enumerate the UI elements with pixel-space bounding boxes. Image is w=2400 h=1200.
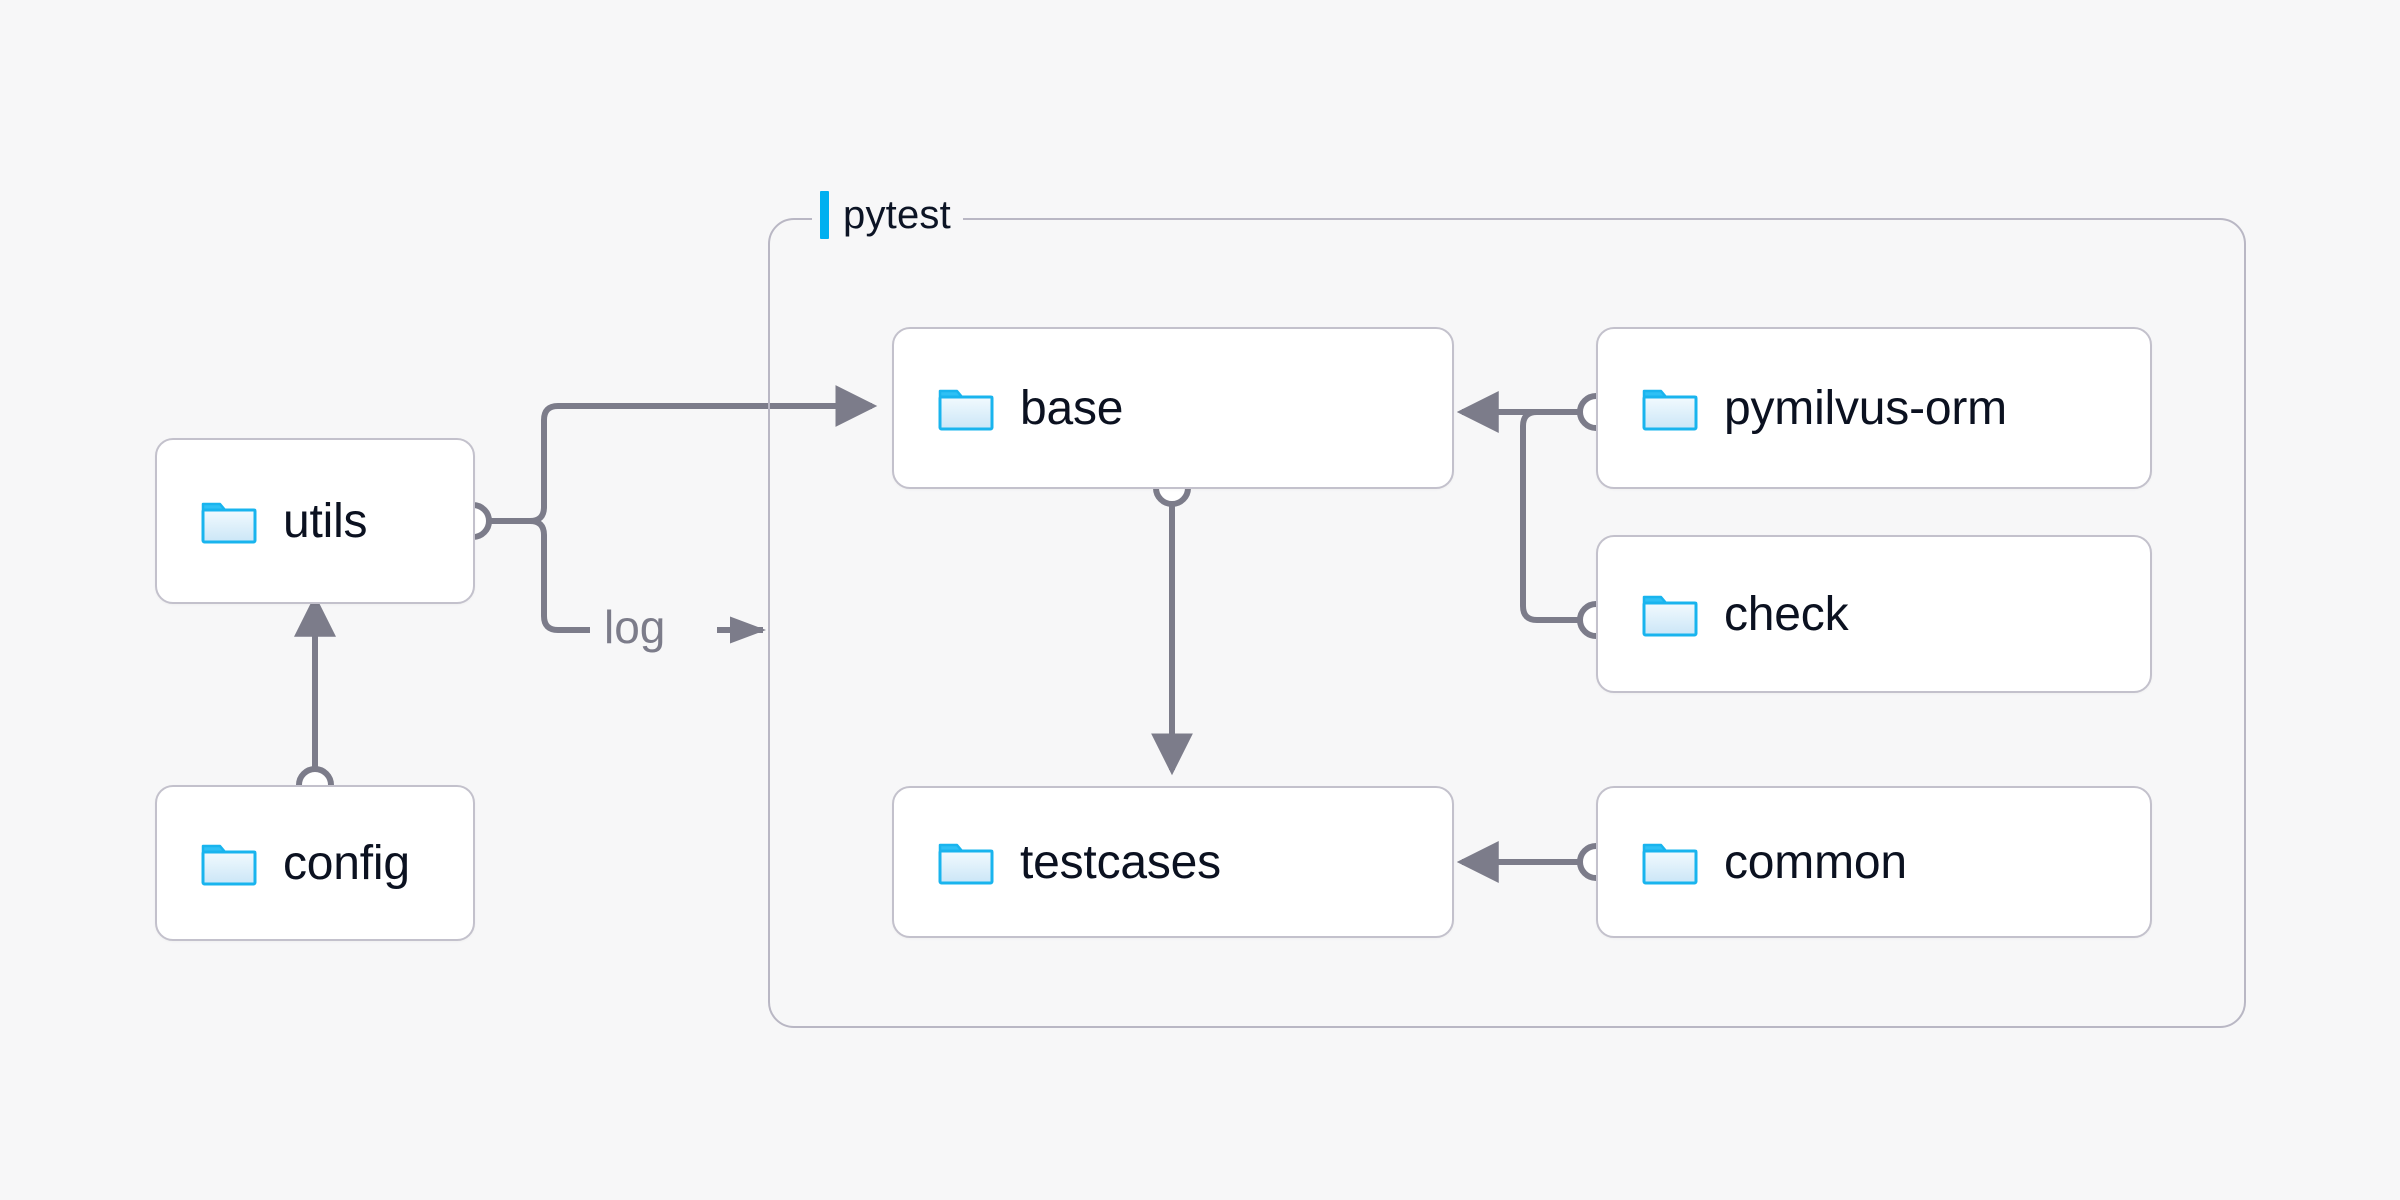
node-pymilvus-orm-label: pymilvus-orm [1724, 381, 2007, 435]
node-utils-label: utils [283, 494, 368, 548]
node-common-content: common [1598, 835, 1907, 890]
node-base[interactable]: base [892, 327, 1454, 489]
node-base-label: base [1020, 381, 1124, 435]
folder-icon [1642, 389, 1698, 431]
node-utils-content: utils [157, 494, 368, 549]
folder-icon [938, 843, 994, 885]
node-config-label: config [283, 836, 410, 890]
group-pytest [768, 218, 2246, 1028]
node-testcases[interactable]: testcases [892, 786, 1454, 938]
folder-icon [201, 844, 257, 886]
node-config-content: config [157, 836, 410, 891]
node-base-content: base [894, 381, 1123, 436]
group-pytest-label: pytest [812, 188, 963, 242]
group-title-text: pytest [843, 192, 951, 237]
node-check-content: check [1598, 587, 1849, 642]
group-accent-bar [820, 191, 829, 239]
folder-icon [201, 502, 257, 544]
node-common[interactable]: common [1596, 786, 2152, 938]
node-check[interactable]: check [1596, 535, 2152, 693]
edge-config-to-utils [294, 594, 336, 804]
node-utils[interactable]: utils [155, 438, 475, 604]
edge-label-log: log [604, 601, 666, 653]
node-check-label: check [1724, 587, 1849, 641]
node-testcases-content: testcases [894, 835, 1221, 890]
node-pymilvus-orm[interactable]: pymilvus-orm [1596, 327, 2152, 489]
folder-icon [938, 389, 994, 431]
node-common-label: common [1724, 835, 1907, 889]
node-testcases-label: testcases [1020, 835, 1221, 889]
folder-icon [1642, 843, 1698, 885]
node-pymilvus-orm-content: pymilvus-orm [1598, 381, 2007, 436]
node-config[interactable]: config [155, 785, 475, 941]
folder-icon [1642, 595, 1698, 637]
